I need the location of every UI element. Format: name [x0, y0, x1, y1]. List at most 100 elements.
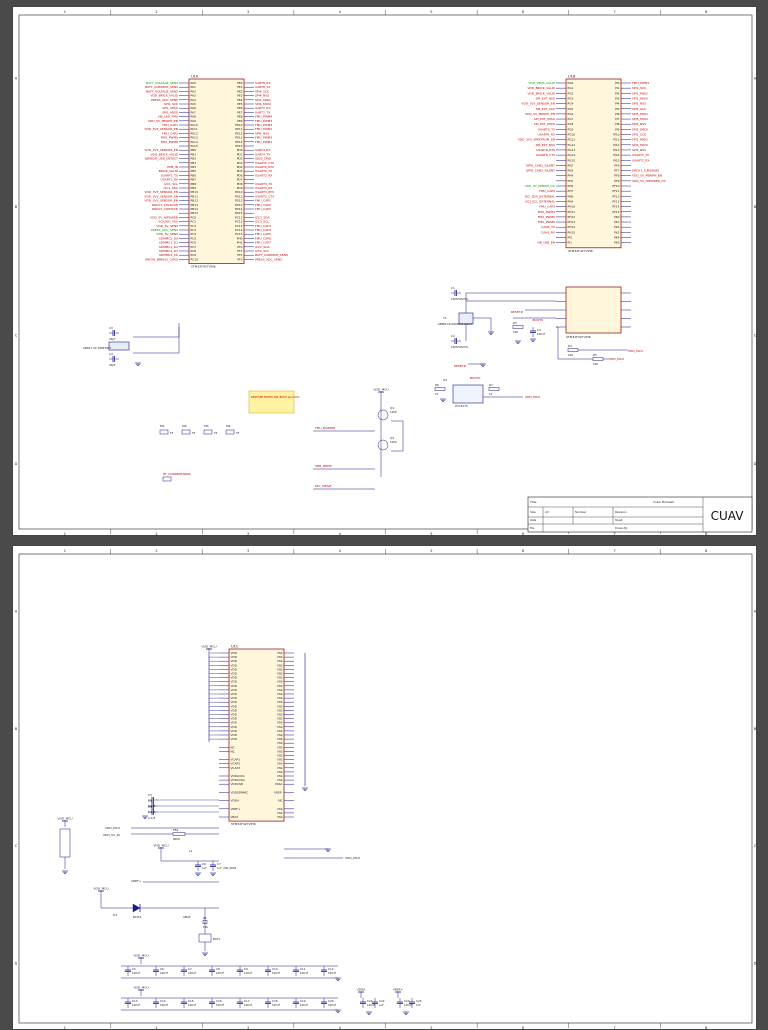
pin-name: VCAP2 [231, 762, 241, 766]
key-drive-net: KEY_DRIVE [315, 484, 332, 488]
pin-name: PB8 [191, 182, 197, 186]
frame-col-label: 6 [522, 1026, 524, 1030]
transistor-ref: Q1 [390, 406, 394, 410]
test-point-label: TP [236, 431, 240, 435]
pin-name: PG15 [568, 158, 576, 162]
design-note [248, 390, 295, 414]
pin-name: PG6 [568, 112, 574, 116]
pin-name: PB10 [191, 190, 199, 194]
pin-name: PD10 [235, 190, 243, 194]
pin-name: PH13 [568, 220, 576, 224]
pin-name: PB14 [191, 207, 199, 211]
pin-name: PH4 [568, 174, 574, 178]
net-label: DCI_SCL_EXTERNAL [525, 199, 555, 203]
net-label: VDD_3V3_SPEKTRUM_EN [518, 138, 555, 142]
pin-name: PB12 [191, 199, 199, 203]
pin-name: VDD [231, 684, 238, 688]
pin-name: VDD [231, 704, 238, 708]
net-label: USART6_RX [538, 133, 555, 137]
cap-value: 12PF/50V/5% [451, 297, 469, 301]
pin-name: PA12 [191, 131, 198, 135]
frame-row-label: A [754, 76, 757, 80]
pin-name: PA10 [191, 123, 198, 127]
net-label: USART2_RTS [255, 165, 274, 169]
net-label: USART6_CTS [536, 153, 555, 157]
net-label: VDD_5V_SENS [156, 224, 178, 228]
power-label: VDD_MCU [133, 986, 148, 990]
cap-ref: C3 [109, 326, 113, 330]
resistor-ref: R6 [435, 383, 439, 387]
net-label: SPI2_NSS [632, 148, 646, 152]
pin-name: PA15 [191, 144, 198, 148]
pin-name: PH14 [568, 225, 576, 229]
net-label: SPI1_SCK [632, 86, 647, 90]
frame-col-label: 4 [339, 532, 342, 536]
pin-name: VDD [231, 733, 238, 737]
cap-value: 20pF [109, 337, 116, 341]
cap-value: 100nF [328, 1003, 337, 1007]
resistor [592, 357, 604, 361]
net-label: BATT_VOLTAGE_SENS [146, 81, 178, 85]
resistor-value: 1K [489, 392, 493, 396]
net-label: PPM_IN [167, 165, 178, 169]
net-label: CAN1_TX [541, 225, 555, 229]
pin-name: PH9 [568, 199, 574, 203]
cap-ref: C10 [272, 967, 278, 971]
pin-name: PG1 [568, 86, 574, 90]
reset-net: RESET# [511, 310, 524, 314]
net-label: SDMMC1_D0 [159, 236, 178, 240]
pin-name: VSS [277, 672, 283, 676]
resistor-ref: R7 [489, 383, 493, 387]
power-label: VDDA [357, 988, 367, 992]
pin-name: PB4 [191, 165, 197, 169]
cap-value: 100nF [160, 1003, 169, 1007]
pin-name: VSS [277, 754, 283, 758]
pin-name: PE5 [237, 102, 243, 106]
resistor-value: 10K [593, 362, 598, 366]
pin-name: VREF+ [231, 807, 241, 811]
pin-name: VBAT [231, 815, 239, 819]
cap-value: 100nF [300, 971, 309, 975]
crystal-y2 [108, 341, 130, 351]
net-label: SDIO_CMD [255, 157, 272, 161]
pin-name: VDD [231, 663, 238, 667]
transistor [377, 439, 389, 451]
pin-name: PI8 [615, 122, 620, 126]
pin-name: VSS [277, 733, 283, 737]
pin-name: PI3 [615, 96, 620, 100]
pin-name: PK5 [614, 241, 620, 245]
cap-value: 100nF [300, 1003, 309, 1007]
frame-col-label: 7 [613, 532, 615, 536]
cap-ref: C14 [160, 999, 166, 1003]
pin-name: PD13 [235, 203, 243, 207]
pin-name: VDD [231, 655, 238, 659]
cap-ref: C3 [148, 793, 152, 797]
project-name: Cube Pixhawk [653, 500, 674, 504]
pin-name: VDD [231, 700, 238, 704]
net-label: USART2_TX [255, 169, 272, 173]
pin-name: PC11 [235, 215, 243, 219]
net-label: SPI_EXT_NSS [536, 96, 555, 100]
pin-name: PB3 [191, 161, 197, 165]
pin-name: PA8 [191, 115, 197, 119]
cap-ref: C13 [132, 999, 138, 1003]
pin-name: VSS [277, 745, 283, 749]
net-label: FMU_PWM5 [538, 215, 555, 219]
frame-col-label: 3 [247, 10, 249, 14]
net-label: BATT_VOLTAGE_SENS [146, 89, 178, 93]
pin-name: VSS [277, 655, 283, 659]
frame-row-label: C [754, 333, 757, 337]
transistor [377, 409, 389, 421]
pin-name: PB0 [191, 148, 197, 152]
pin-name: PI1 [568, 241, 573, 245]
cap-value: 100nF [244, 1003, 253, 1007]
cap-ref: C22 [379, 999, 385, 1003]
net-label: SPI_EXT_MISO [534, 117, 556, 121]
frame-col-label: 3 [247, 1026, 249, 1030]
cap-ref: C4 [109, 352, 113, 356]
pin-name: PB2 [191, 157, 197, 161]
frame-col-label: 7 [613, 10, 615, 14]
pin-name: PC0 [191, 215, 197, 219]
pin-name: VDD [231, 708, 238, 712]
cap-value: 100nF [188, 1003, 197, 1007]
